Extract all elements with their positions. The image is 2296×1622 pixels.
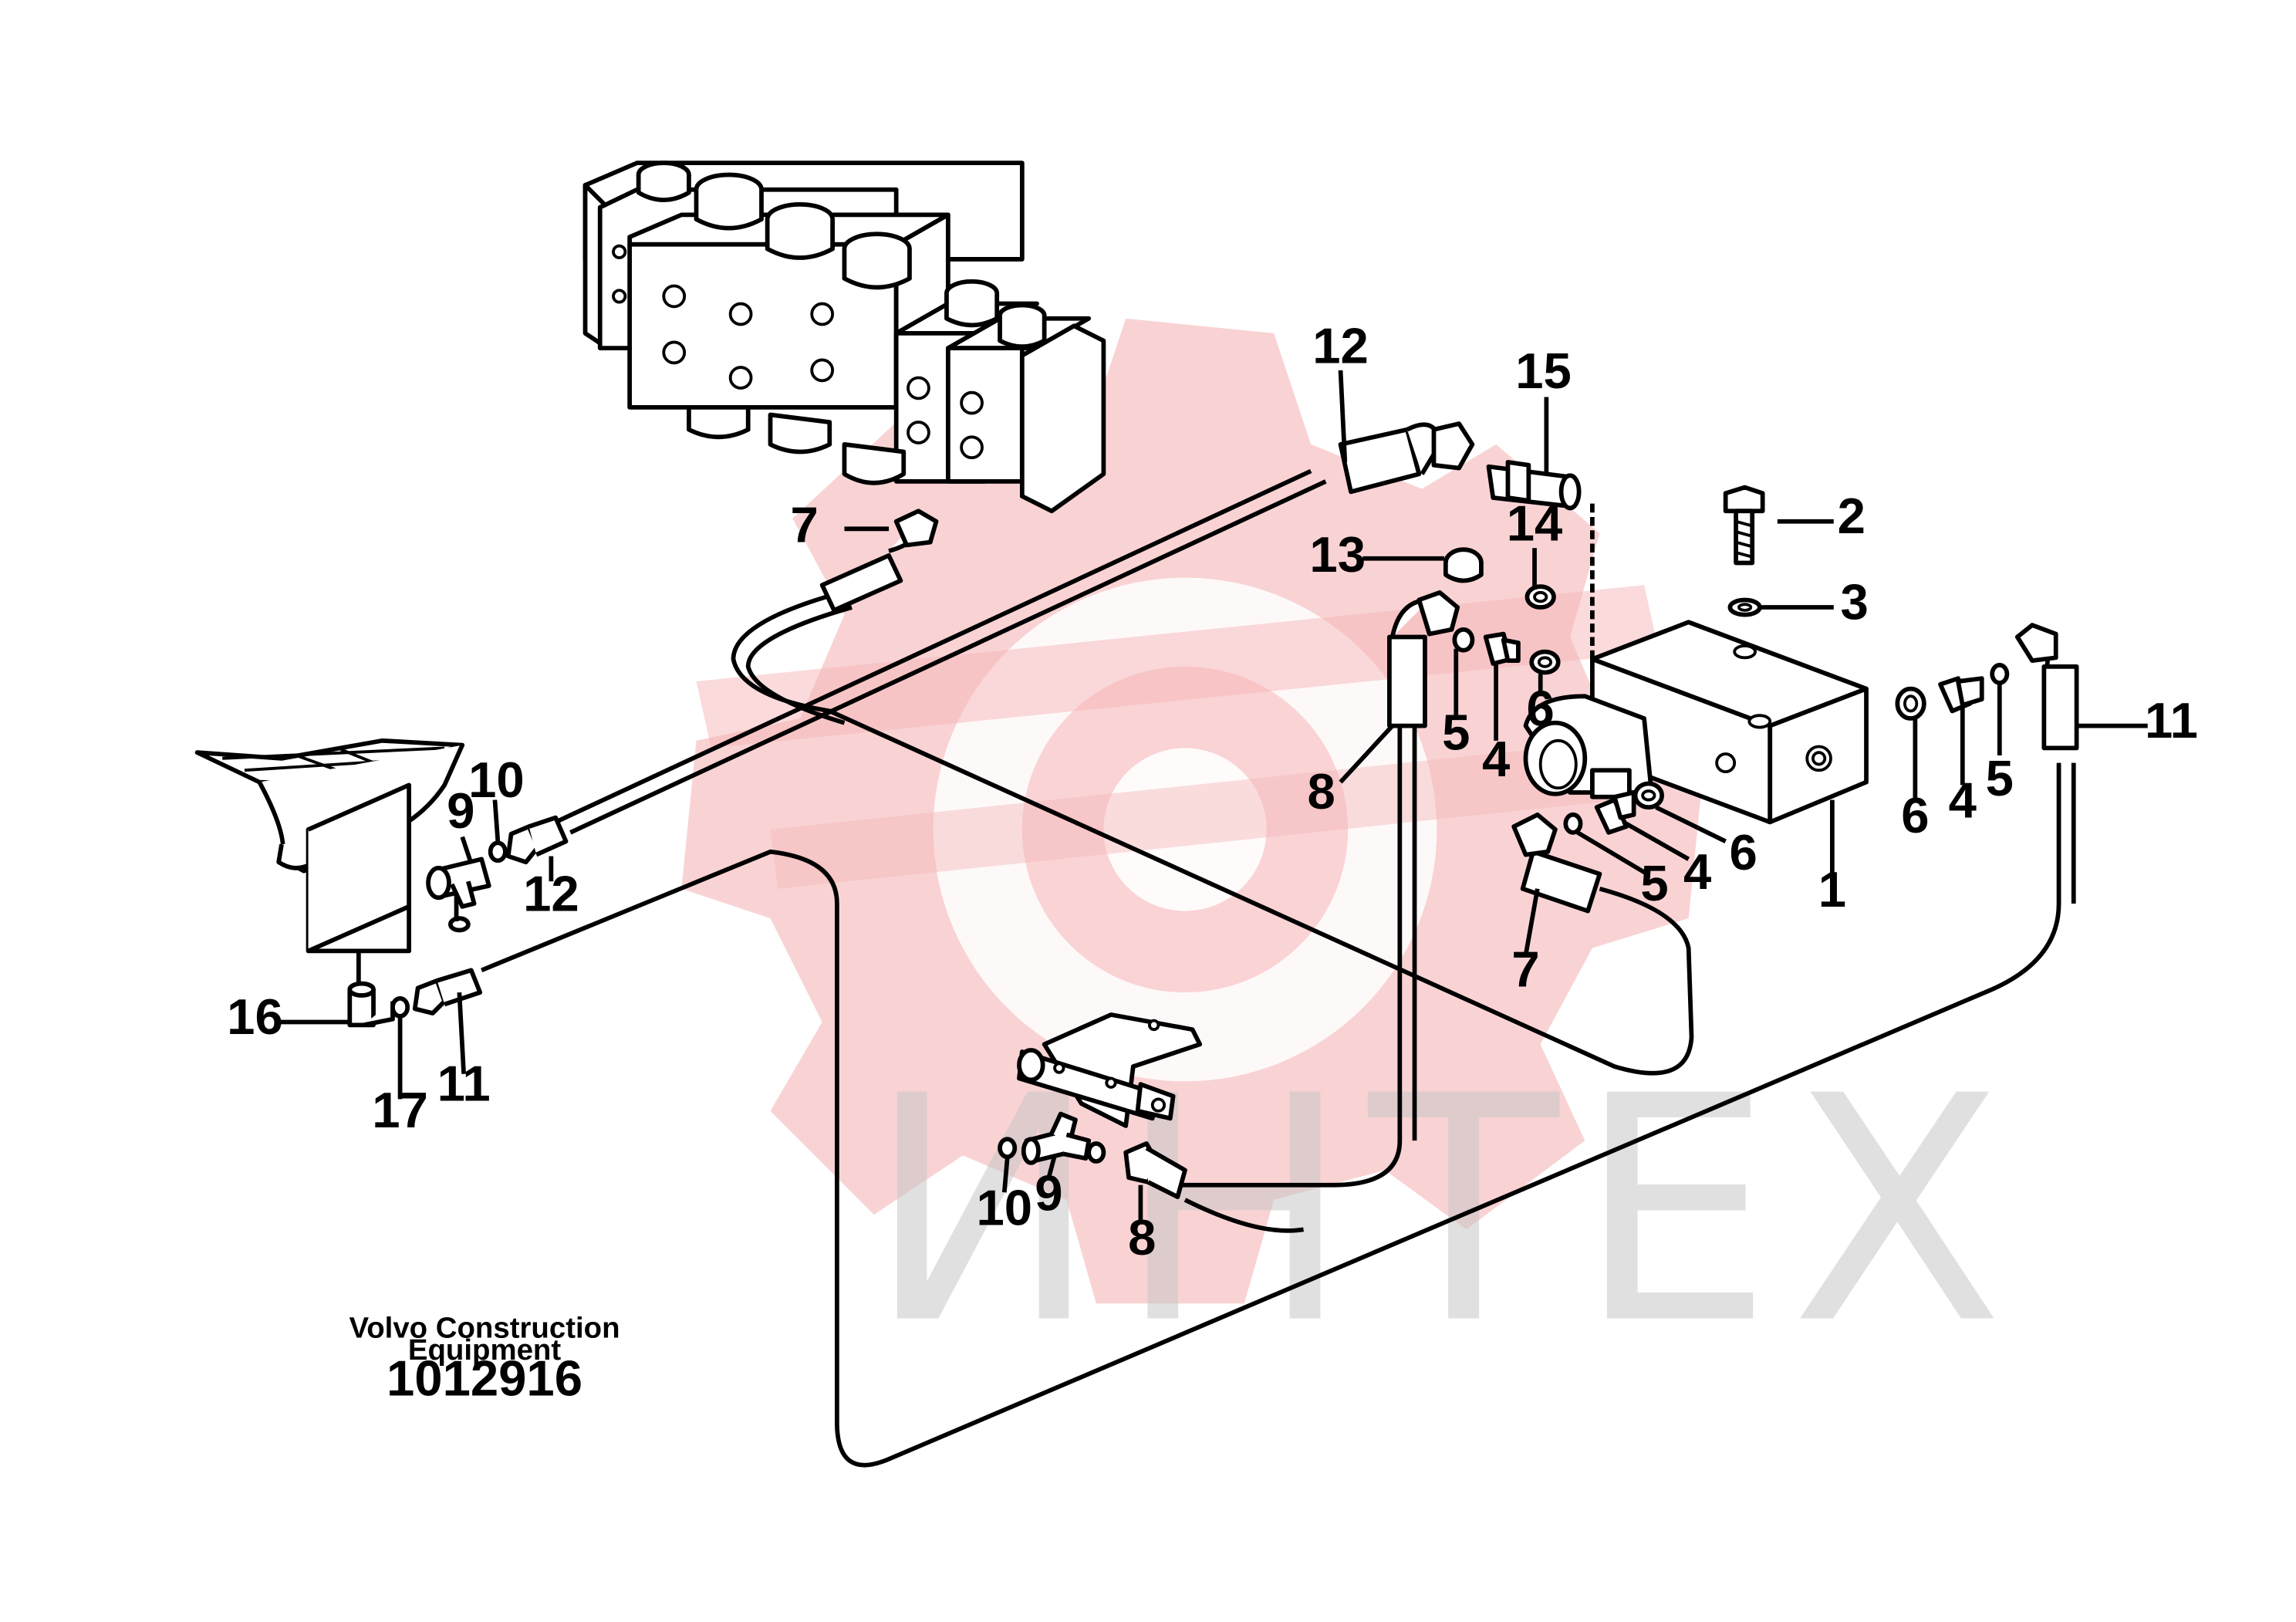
- fitting-11-elbow-right: [2014, 623, 2079, 751]
- callout-numbers: 12 15 2 3 13 14 7 5 4 6 8 11 6 4 5 1 6 4…: [227, 317, 2198, 1265]
- nut-8-bottom: [1123, 1141, 1187, 1199]
- solenoid-caps: [636, 161, 1047, 350]
- valve-ports: [612, 244, 984, 460]
- callout-1: 1: [1818, 861, 1846, 917]
- callout-10-bottom: 10: [977, 1180, 1033, 1236]
- callout-6-right: 6: [1901, 787, 1929, 843]
- foot-pedal: [194, 738, 465, 954]
- seal-5-right: [1990, 663, 2010, 685]
- elbow-16: [347, 981, 395, 1028]
- control-valve-bank: [582, 161, 1106, 514]
- callout-5-upper: 5: [1442, 704, 1470, 760]
- callout-11-left: 11: [437, 1055, 491, 1111]
- seal-10-bottom: [998, 1137, 1106, 1164]
- fitting-15-adapter: [1486, 460, 1595, 660]
- fitting-13-plug: [1443, 547, 1484, 583]
- figure-caption: Volvo Construction Equipment 1012916: [349, 1311, 620, 1406]
- fitting-12-hose-end: [1338, 421, 1475, 495]
- callout-7-top: 7: [790, 497, 818, 553]
- seal-6-lower: [1633, 781, 1664, 810]
- maker-line-1: Volvo Construction: [349, 1311, 620, 1344]
- callout-7-lower: 7: [1511, 941, 1539, 997]
- callout-4-upper: 4: [1482, 731, 1510, 787]
- adapter-4-lower: [1594, 790, 1636, 835]
- nut-12-left: [505, 815, 569, 865]
- callout-3: 3: [1841, 573, 1869, 630]
- callout-5-lower: 5: [1640, 855, 1668, 911]
- washer-3: [1727, 597, 1762, 617]
- nut-11-left: [412, 968, 483, 1015]
- adapter-4-right: [1938, 676, 1984, 714]
- fitting-8-elbow-right: [1387, 590, 1460, 728]
- adapter-4-upper: [1483, 631, 1521, 666]
- callout-12-left: 12: [523, 866, 579, 922]
- callout-15: 15: [1515, 343, 1572, 399]
- callout-16: 16: [227, 988, 283, 1045]
- callout-5-right: 5: [1986, 750, 2014, 806]
- seal-5-upper: [1452, 627, 1475, 653]
- callout-6-lower: 6: [1730, 824, 1757, 880]
- seal-5-lower: [1563, 812, 1583, 835]
- callout-10-left: 10: [468, 752, 525, 808]
- seal-6-upper: [1529, 649, 1561, 675]
- callout-13: 13: [1309, 526, 1366, 583]
- callout-11-right: 11: [2145, 692, 2198, 748]
- maker-line-2: Equipment: [408, 1333, 561, 1367]
- drawing-number: 1012916: [387, 1350, 582, 1406]
- leader-lines: [279, 370, 2148, 1222]
- callout-4-right: 4: [1949, 772, 1977, 829]
- tee-9-bottom: [1021, 1111, 1092, 1165]
- callout-9-left: 9: [447, 782, 474, 839]
- callout-8-right: 8: [1307, 763, 1335, 819]
- fitting-7-lower: [1511, 812, 1602, 914]
- bolt-2: [1723, 485, 1765, 566]
- hoses: [481, 468, 2076, 1468]
- callout-8-bottom: 8: [1128, 1209, 1156, 1265]
- callout-14: 14: [1507, 495, 1563, 552]
- seal-14: [1524, 584, 1556, 610]
- seal-6-right: [1895, 686, 1926, 721]
- mount-bracket: [1017, 1012, 1203, 1128]
- callout-17: 17: [372, 1082, 428, 1138]
- callout-4-lower: 4: [1683, 843, 1711, 900]
- seal-17: [390, 995, 410, 1019]
- callout-9-bottom: 9: [1035, 1164, 1062, 1221]
- callout-2: 2: [1838, 488, 1866, 544]
- callout-6-upper: 6: [1527, 681, 1555, 737]
- fitting-7-top: [819, 509, 939, 613]
- valve-block-1: [1523, 620, 1869, 825]
- callout-12-top: 12: [1312, 317, 1369, 373]
